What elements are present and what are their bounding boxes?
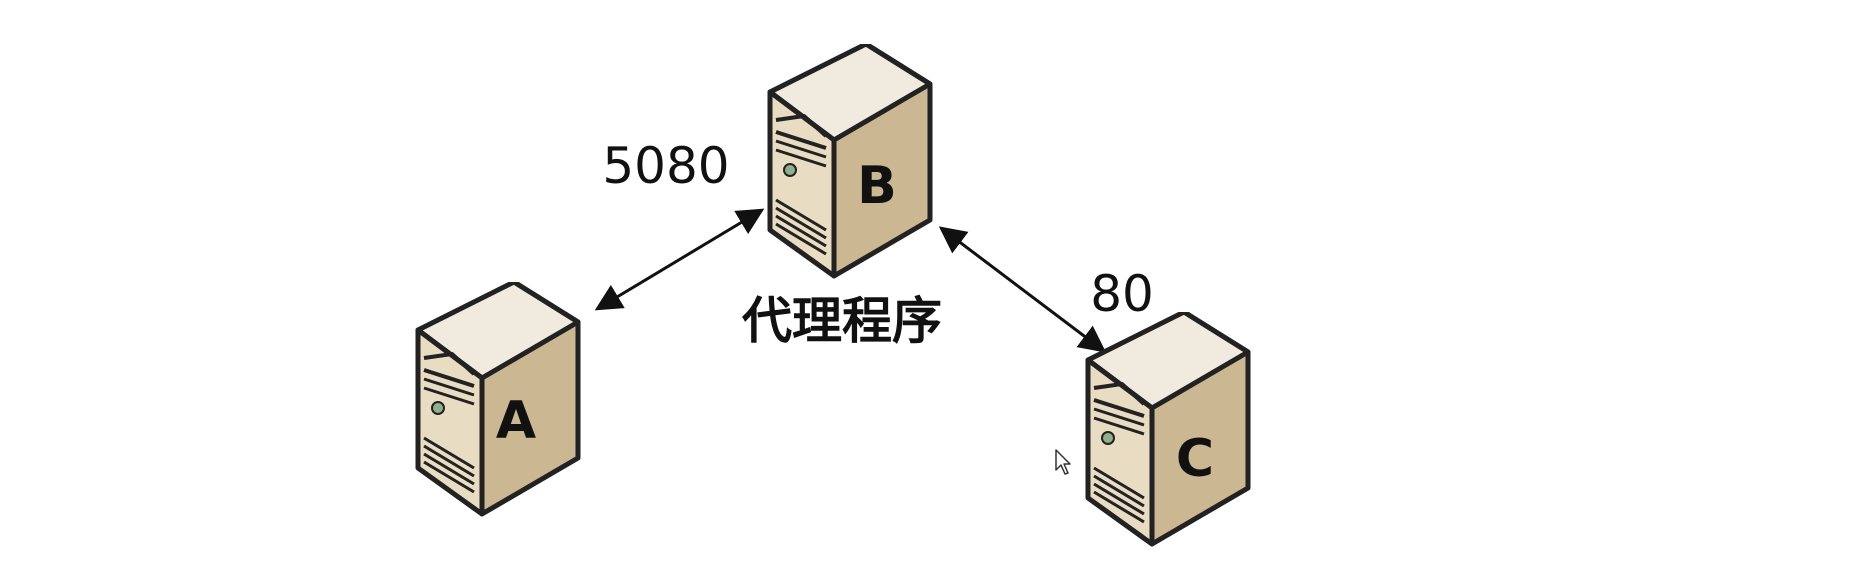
port-label-b-c: 80: [1090, 265, 1154, 323]
mouse-pointer-icon: [1055, 449, 1071, 475]
server-b-label: B: [857, 156, 897, 216]
link-a-b-arrow: [594, 208, 765, 311]
server-a-label: A: [496, 391, 536, 451]
server-b: B: [770, 44, 930, 276]
server-tower-icon: [1088, 312, 1248, 544]
server-a: A: [418, 282, 578, 514]
server-tower-icon: [770, 44, 930, 276]
server-c: C: [1088, 312, 1248, 544]
link-b-c-arrow: [938, 226, 1107, 353]
server-c-label: C: [1176, 429, 1214, 489]
server-b-role-label: 代理程序: [741, 292, 942, 350]
port-label-a-b: 5080: [602, 137, 729, 195]
